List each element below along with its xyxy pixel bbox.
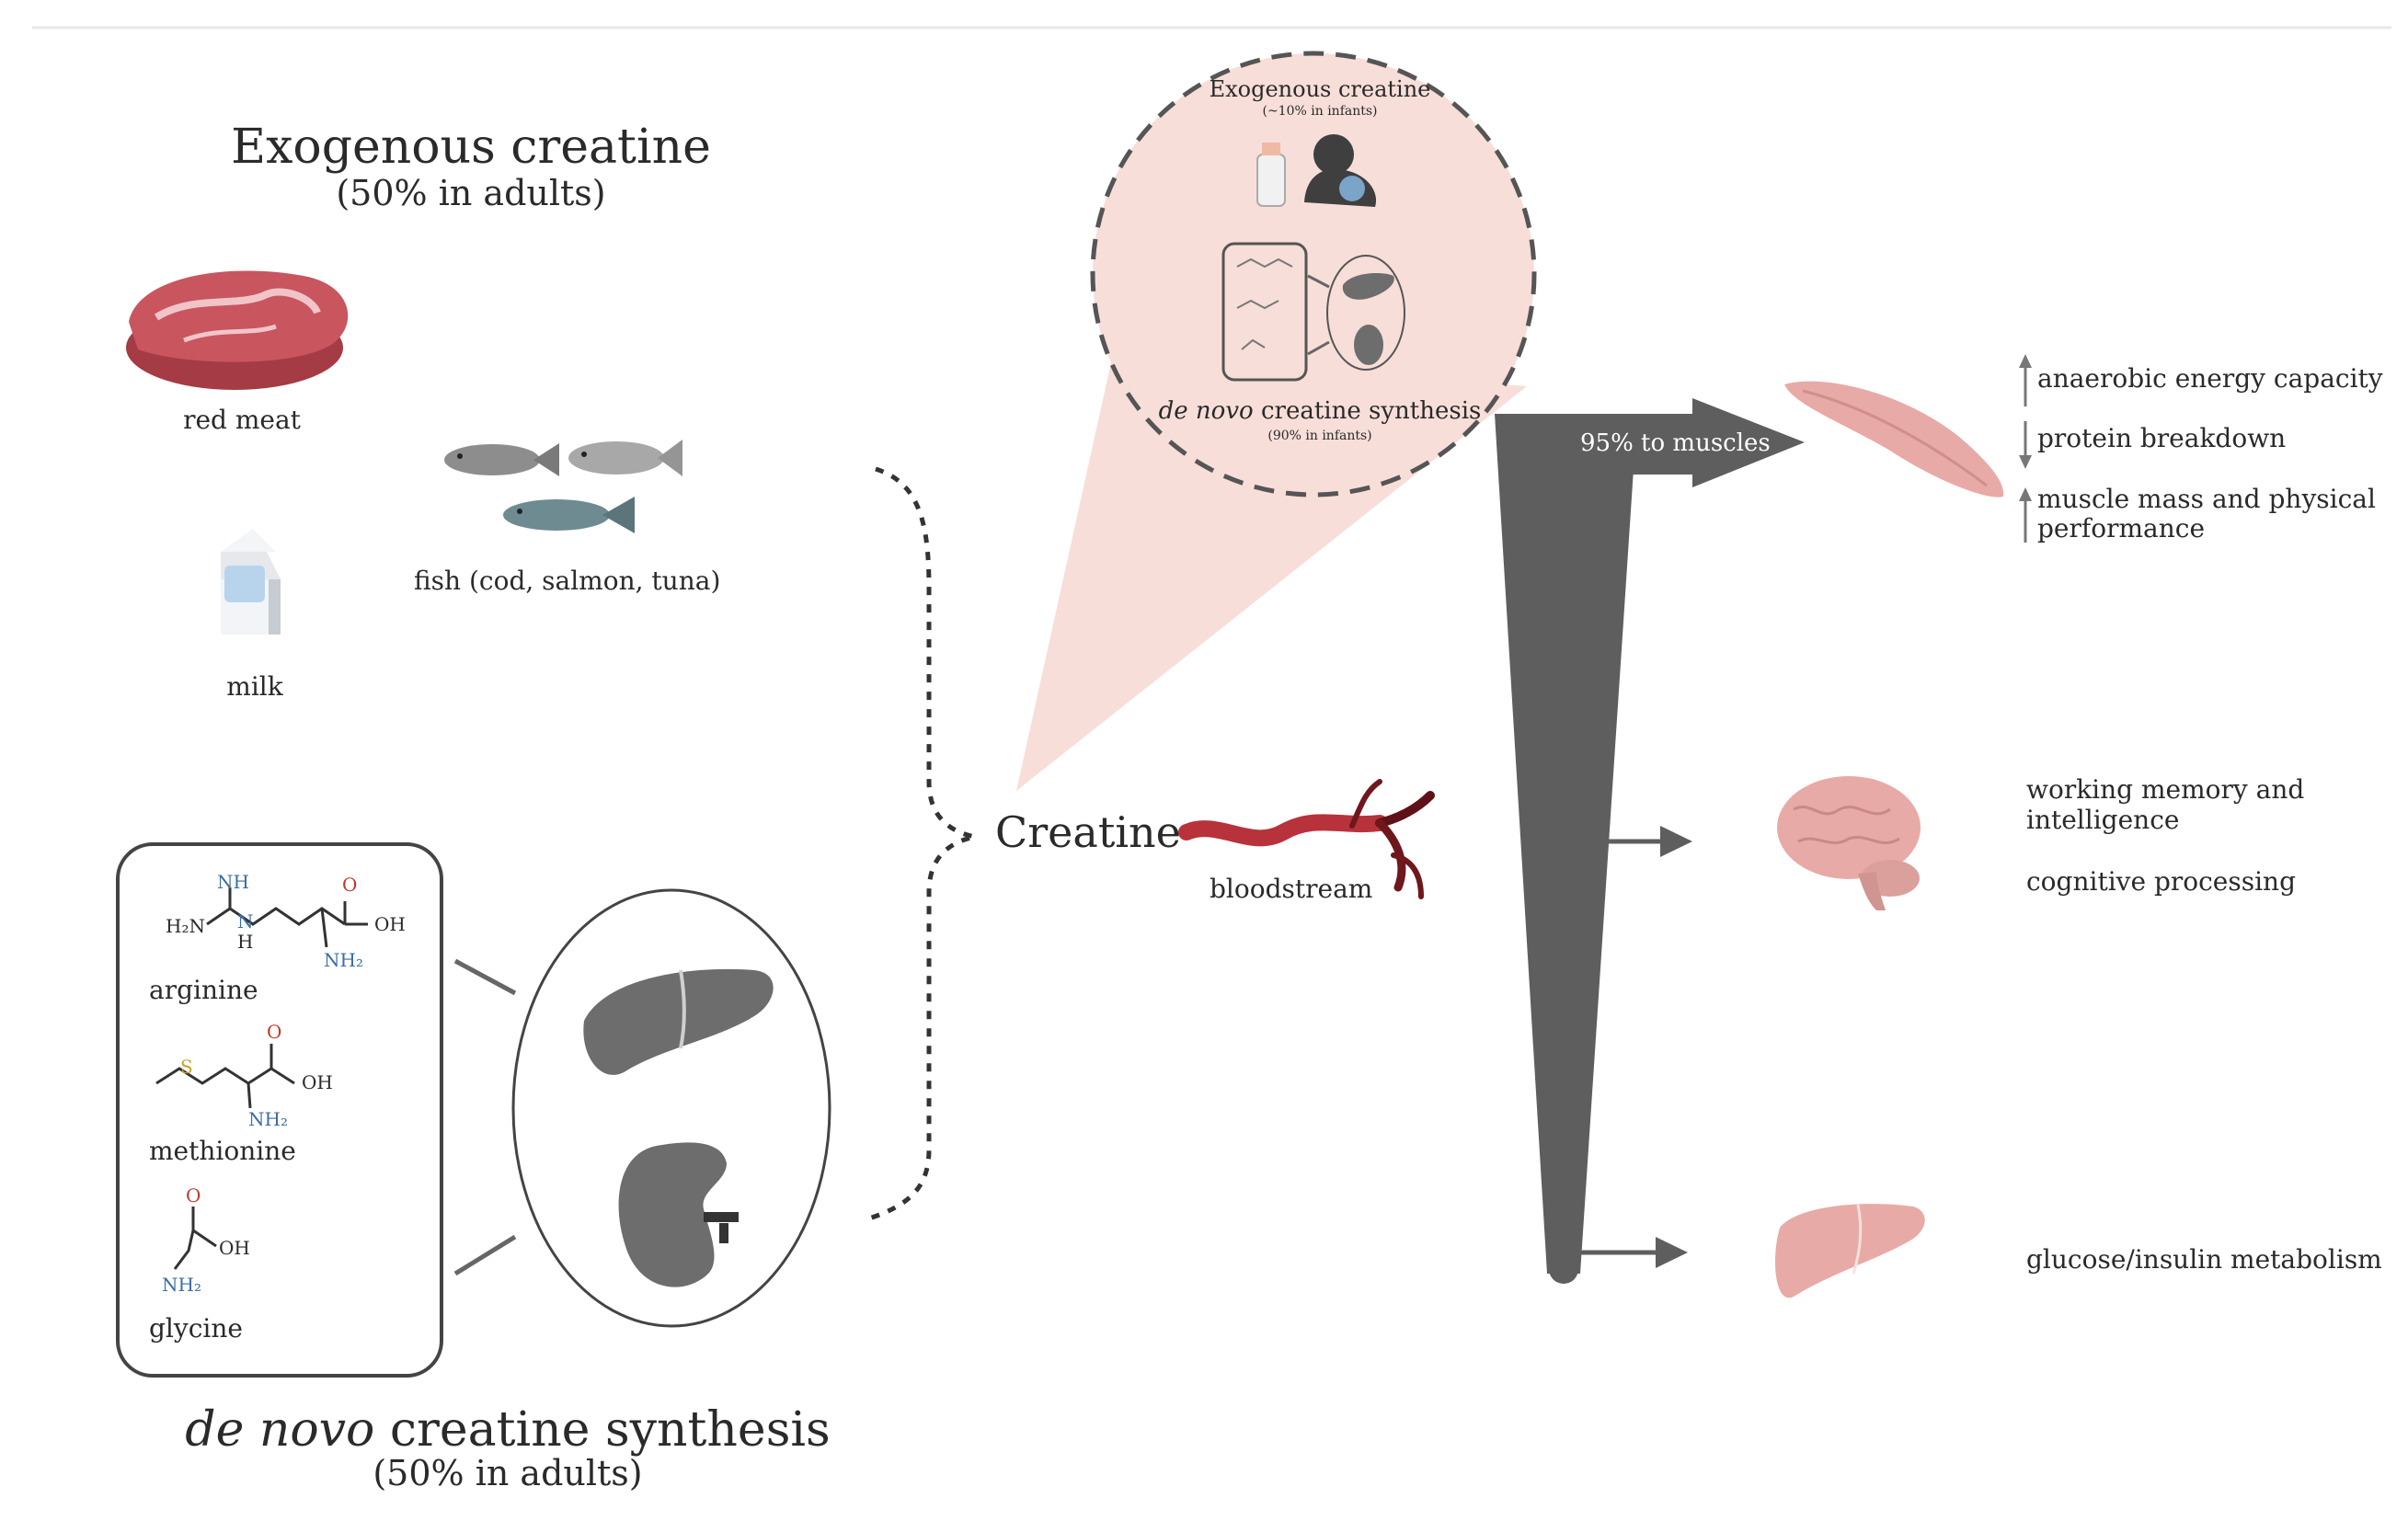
muscle-branch xyxy=(1564,414,1692,475)
methionine-s-label: S xyxy=(180,1056,193,1078)
liver-gray-icon xyxy=(583,968,774,1075)
arginine-structure xyxy=(206,887,368,948)
arginine-h2n-label: H₂N xyxy=(166,915,205,937)
methionine-o-label: O xyxy=(267,1021,282,1043)
infant-de-novo-italic: de novo xyxy=(1158,397,1254,425)
effect-arrow-up-energy xyxy=(2019,354,2032,406)
effect-arrow-down-protein xyxy=(2019,421,2032,469)
infant-exogenous-title: Exogenous creatine xyxy=(1209,76,1431,102)
arginine-nh-label: NH xyxy=(217,871,249,893)
fish-icon-tuna xyxy=(568,440,682,476)
milk-icon xyxy=(221,529,281,635)
methionine-structure xyxy=(155,1044,295,1109)
connector-line-upper xyxy=(453,958,517,996)
kidney-gray-icon xyxy=(618,1142,739,1287)
liver-pink-icon xyxy=(1775,1204,1925,1298)
glycine-nh2-label: NH₂ xyxy=(162,1274,201,1296)
fish-label: fish (cod, salmon, tuna) xyxy=(414,566,721,596)
infant-exogenous-subtitle: (~10% in infants) xyxy=(1262,104,1378,119)
distribution-wedge xyxy=(1495,414,1637,1274)
fish-icon-salmon xyxy=(503,497,635,533)
milk-label: milk xyxy=(226,671,283,702)
red-meat-icon xyxy=(126,270,349,390)
effect-protein: protein breakdown xyxy=(2037,423,2287,453)
effect-glucose: glucose/insulin metabolism xyxy=(2026,1244,2382,1275)
zoom-circle xyxy=(1090,51,1537,497)
effect-cognitive: cognitive processing xyxy=(2026,866,2297,897)
amino-acid-box xyxy=(116,842,443,1378)
arginine-label: arginine xyxy=(149,975,258,1005)
mother-child-icon xyxy=(1304,134,1377,207)
bloodstream-icon xyxy=(1178,779,1435,899)
arginine-nh2-label: NH₂ xyxy=(324,949,363,971)
de-novo-title-rest: creatine synthesis xyxy=(389,1402,831,1458)
glycine-label: glycine xyxy=(149,1313,243,1344)
effect-arrow-up-mass xyxy=(2019,487,2032,543)
de-novo-title: de novo creatine synthesis xyxy=(185,1402,830,1458)
liver-arrow xyxy=(1575,1237,1688,1268)
muscle-icon xyxy=(1784,381,2004,497)
baby-bottle-icon xyxy=(1256,143,1286,207)
glycine-o-label: O xyxy=(186,1184,201,1207)
effect-working-memory: working memory and xyxy=(2026,774,2305,805)
creatine-label: Creatine xyxy=(995,807,1181,857)
infant-de-novo-rest: creatine synthesis xyxy=(1260,397,1482,425)
bloodstream-label: bloodstream xyxy=(1210,874,1373,904)
fish-icon-cod xyxy=(444,443,559,476)
methionine-oh-label: OH xyxy=(302,1071,333,1093)
arginine-n-label: N xyxy=(237,910,254,932)
infant-kidney-icon xyxy=(1354,325,1383,365)
exogenous-subtitle: (50% in adults) xyxy=(336,173,606,213)
brain-icon xyxy=(1777,776,1921,910)
methionine-label: methionine xyxy=(149,1136,296,1166)
red-meat-label: red meat xyxy=(183,405,301,435)
arginine-oh-label: OH xyxy=(374,913,406,935)
effect-intelligence: intelligence xyxy=(2026,805,2180,835)
muscles-percent-label: 95% to muscles xyxy=(1580,429,1771,457)
infant-amino-acid-box xyxy=(1221,242,1308,382)
infant-liver-icon xyxy=(1342,273,1394,300)
exogenous-title: Exogenous creatine xyxy=(231,120,711,175)
arginine-o-label: O xyxy=(342,874,358,896)
glycine-oh-label: OH xyxy=(219,1237,250,1259)
infant-de-novo-title: de novo creatine synthesis xyxy=(1159,397,1482,425)
effect-muscle-mass: muscle mass and physical xyxy=(2037,484,2376,514)
dotted-brace xyxy=(868,466,976,1221)
glycine-structure xyxy=(173,1207,217,1270)
muscle-arrowhead xyxy=(1692,398,1805,487)
infant-organ-oval xyxy=(1326,255,1405,371)
de-novo-title-italic: de novo xyxy=(185,1402,375,1458)
organ-oval xyxy=(511,888,831,1328)
effect-performance: performance xyxy=(2037,513,2206,543)
arginine-h-label: H xyxy=(237,931,254,953)
de-novo-subtitle: (50% in adults) xyxy=(373,1453,643,1493)
effect-energy: anaerobic energy capacity xyxy=(2037,363,2383,394)
infant-de-novo-subtitle: (90% in infants) xyxy=(1267,429,1372,443)
connector-line-lower xyxy=(453,1234,517,1276)
brain-arrow xyxy=(1600,826,1692,857)
methionine-nh2-label: NH₂ xyxy=(248,1108,288,1130)
